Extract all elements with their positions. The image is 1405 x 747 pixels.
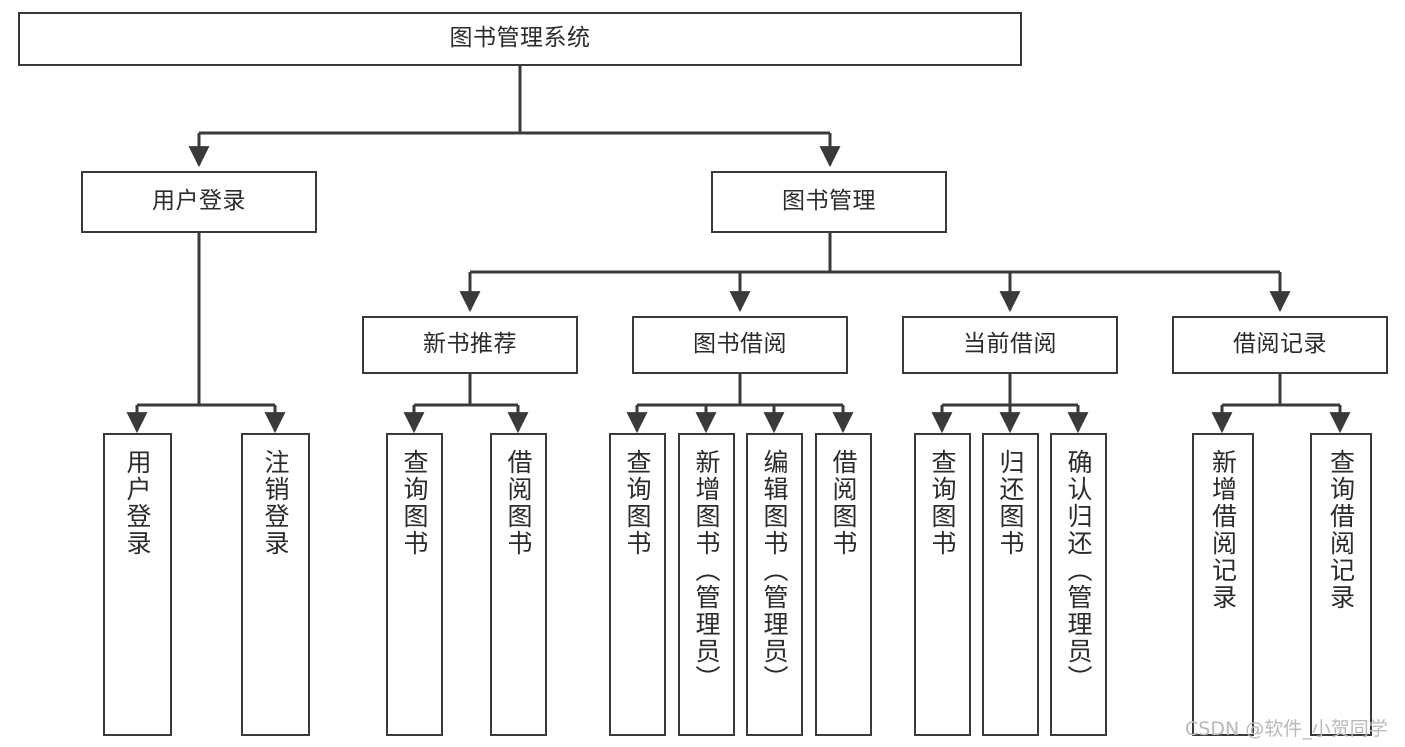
node-root-label: 图书管理系统 bbox=[449, 25, 591, 52]
node-borrow-record[interactable]: 借阅记录 bbox=[1172, 316, 1388, 374]
leaf-query-book-recommend[interactable]: 查询图书 bbox=[386, 433, 443, 736]
leaf-borrow-book-label: 借阅图书 bbox=[829, 449, 858, 557]
leaf-borrow-book-recommend[interactable]: 借阅图书 bbox=[490, 433, 547, 736]
node-user-login[interactable]: 用户登录 bbox=[81, 171, 317, 233]
leaf-add-book-admin[interactable]: 新增图书（管理员） bbox=[678, 433, 735, 736]
leaf-return-book[interactable]: 归还图书 bbox=[982, 433, 1039, 736]
leaf-query-book-current[interactable]: 查询图书 bbox=[914, 433, 971, 736]
node-book-borrow[interactable]: 图书借阅 bbox=[632, 316, 848, 374]
leaf-user-login-label: 用户登录 bbox=[123, 449, 152, 557]
node-new-book-recommend[interactable]: 新书推荐 bbox=[362, 316, 578, 374]
node-root[interactable]: 图书管理系统 bbox=[18, 12, 1022, 66]
leaf-query-book-borrow[interactable]: 查询图书 bbox=[609, 433, 666, 736]
leaf-logout[interactable]: 注销登录 bbox=[241, 433, 310, 736]
leaf-confirm-return-admin-label: 确认归还（管理员） bbox=[1064, 449, 1093, 692]
leaf-logout-label: 注销登录 bbox=[261, 449, 290, 557]
leaf-query-book-borrow-label: 查询图书 bbox=[623, 449, 652, 557]
leaf-query-borrow-record[interactable]: 查询借阅记录 bbox=[1310, 433, 1372, 736]
leaf-borrow-book[interactable]: 借阅图书 bbox=[815, 433, 872, 736]
leaf-add-borrow-record[interactable]: 新增借阅记录 bbox=[1192, 433, 1254, 736]
leaf-add-book-admin-label: 新增图书（管理员） bbox=[692, 449, 721, 692]
leaf-borrow-book-recommend-label: 借阅图书 bbox=[504, 449, 533, 557]
node-borrow-record-label: 借阅记录 bbox=[1233, 331, 1327, 358]
csdn-watermark: CSDN @软件_小贺同学 bbox=[1185, 718, 1388, 740]
leaf-add-borrow-record-label: 新增借阅记录 bbox=[1208, 449, 1238, 611]
node-book-management[interactable]: 图书管理 bbox=[711, 171, 947, 233]
leaf-query-borrow-record-label: 查询借阅记录 bbox=[1326, 449, 1356, 611]
leaf-edit-book-admin[interactable]: 编辑图书（管理员） bbox=[746, 433, 803, 736]
node-new-book-recommend-label: 新书推荐 bbox=[423, 331, 517, 358]
leaf-user-login[interactable]: 用户登录 bbox=[103, 433, 172, 736]
node-book-borrow-label: 图书借阅 bbox=[693, 331, 787, 358]
leaf-confirm-return-admin[interactable]: 确认归还（管理员） bbox=[1050, 433, 1107, 736]
leaf-return-book-label: 归还图书 bbox=[996, 449, 1025, 557]
leaf-edit-book-admin-label: 编辑图书（管理员） bbox=[760, 449, 789, 692]
node-user-login-label: 用户登录 bbox=[152, 188, 246, 215]
node-current-borrow-label: 当前借阅 bbox=[963, 331, 1057, 358]
leaf-query-book-recommend-label: 查询图书 bbox=[400, 449, 429, 557]
leaf-query-book-current-label: 查询图书 bbox=[928, 449, 957, 557]
node-current-borrow[interactable]: 当前借阅 bbox=[902, 316, 1118, 374]
node-book-management-label: 图书管理 bbox=[782, 188, 876, 215]
